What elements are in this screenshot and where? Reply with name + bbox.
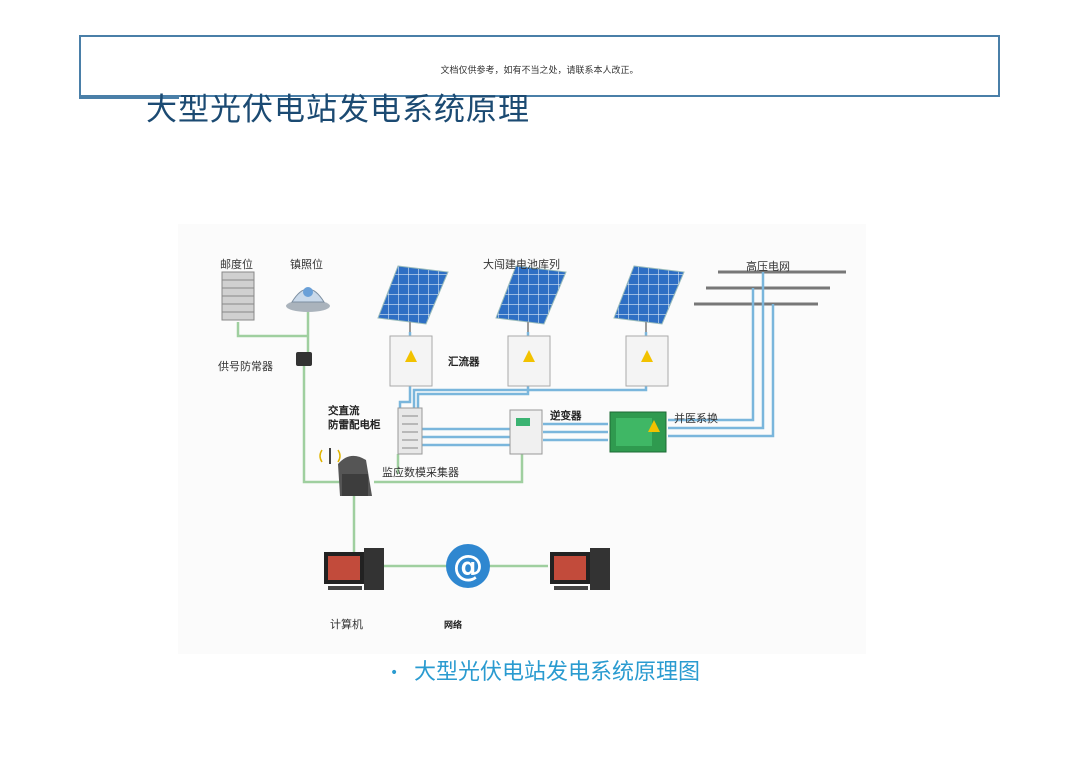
- label-grid: 高压电网: [746, 260, 790, 273]
- label-collector: 监应数模采集器: [382, 466, 459, 479]
- computer-right: [550, 548, 610, 590]
- label-irradiance: 邮度位: [220, 258, 253, 271]
- solar-panels: [377, 265, 685, 332]
- label-combiner: 汇流器: [448, 356, 480, 368]
- label-array: 大闯建电池库列: [483, 258, 560, 271]
- dc-cabinet: [397, 407, 423, 455]
- label-computer: 计算机: [330, 618, 363, 631]
- header-rule: [79, 97, 179, 99]
- label-network: 网络: [444, 621, 463, 631]
- grid-lines: [694, 270, 846, 306]
- combiner-boxes: [389, 335, 669, 387]
- diagram-drawing: @: [221, 265, 846, 590]
- label-dc-cabinet: 交直流 防雷配电柜: [328, 405, 381, 431]
- label-inverter: 逆变器: [550, 410, 582, 422]
- computer-left: [324, 548, 384, 590]
- svg-text:@: @: [453, 549, 483, 584]
- grid-tie-transformer: [609, 411, 667, 453]
- label-temperature: 镇照位: [290, 258, 323, 271]
- data-collector: [319, 448, 372, 496]
- signal-wiring: [236, 312, 548, 568]
- caption-bullet: •: [390, 665, 399, 681]
- label-grid-tie: 并医系换: [674, 412, 718, 425]
- caption-text: 大型光伏电站发电系统原理图: [414, 660, 701, 685]
- inverter: [509, 409, 543, 455]
- network-icon: @: [446, 544, 490, 588]
- label-lightning: 供号防常器: [218, 360, 273, 373]
- lightning-arrester: [296, 352, 312, 366]
- pv-system-diagram: @ 邮度位 镇照位 大闯建电池库列 高压电网 供号防常器 汇流器 交直流 防雷配…: [178, 224, 866, 654]
- slide-title: 大型光伏电站发电系统原理: [146, 92, 530, 128]
- temperature-sensor: [286, 287, 330, 312]
- header-box: 文档仅供参考，如有不当之处，请联系本人改正。: [79, 35, 1000, 97]
- irradiance-meter: [221, 271, 255, 321]
- header-note: 文档仅供参考，如有不当之处，请联系本人改正。: [440, 66, 639, 76]
- dc-wiring: [398, 272, 775, 447]
